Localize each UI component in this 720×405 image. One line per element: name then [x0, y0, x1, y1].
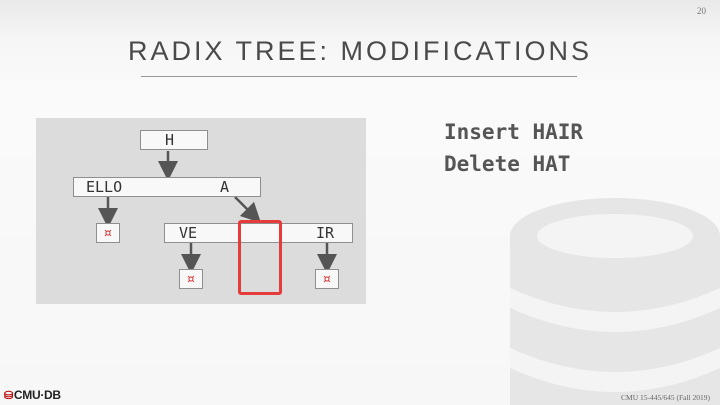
- removed-node-highlight: [238, 220, 282, 295]
- tree-node-ir-key: IR: [316, 224, 335, 242]
- tree-node-a-key: A: [220, 178, 230, 196]
- tree-node-h-key: H: [165, 131, 175, 149]
- operation-delete: Delete HAT: [444, 152, 571, 176]
- leaf-value-ve: ¤: [179, 269, 203, 289]
- leaf-value-ello: ¤: [96, 223, 120, 243]
- tree-node-ve-ir: VE IR: [164, 223, 353, 243]
- operations-list: Insert HAIR Delete HAT: [444, 116, 583, 180]
- tree-edges: [98, 151, 337, 274]
- operation-insert: Insert HAIR: [444, 120, 584, 144]
- tree-node-ello-key: ELLO: [86, 178, 123, 196]
- slide-number: 20: [697, 6, 706, 16]
- tree-node-ello-a: ELLO A: [73, 177, 261, 197]
- database-watermark-icon: [510, 198, 720, 405]
- radix-tree-diagram: H ELLO A ¤ VE IR ¤ ¤: [36, 118, 366, 304]
- course-footer: CMU 15-445/645 (Fall 2019): [621, 393, 710, 402]
- cmu-db-logo: ⛁CMU·DB: [4, 388, 61, 402]
- slide-title: RADIX TREE: MODIFICATIONS: [127, 36, 593, 66]
- title-divider: [141, 76, 577, 77]
- tree-node-h: H: [140, 130, 208, 150]
- leaf-value-ir: ¤: [315, 269, 339, 289]
- edge-a-to-ve: [234, 196, 262, 224]
- database-logo-icon: ⛁: [4, 390, 13, 402]
- tree-node-ve-key: VE: [179, 224, 198, 242]
- logo-text: CMU·DB: [13, 388, 61, 402]
